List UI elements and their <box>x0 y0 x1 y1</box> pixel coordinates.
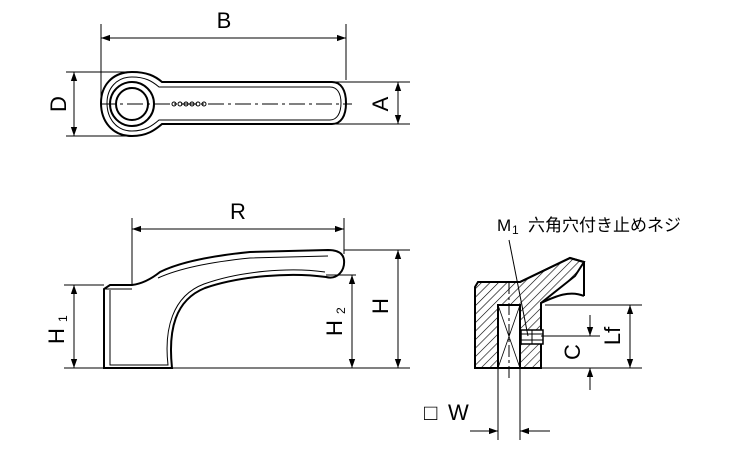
label-M1-note: 六角穴付き止めネジ <box>528 216 681 235</box>
side-view <box>64 218 410 369</box>
label-D: D <box>46 96 71 112</box>
grip-dots <box>171 101 207 107</box>
section-view <box>470 239 642 440</box>
label-C: C <box>560 344 585 360</box>
top-view <box>66 24 410 138</box>
section-outline <box>474 287 585 369</box>
side-view-inner-edge <box>109 269 326 366</box>
side-view-outline <box>103 248 346 369</box>
label-B: B <box>217 8 232 33</box>
label-A: A <box>368 96 393 111</box>
label-W-box: □ <box>424 400 437 425</box>
top-view-inner-outline <box>106 76 342 132</box>
label-H1-main: H <box>44 328 69 344</box>
top-view-outline <box>99 70 348 138</box>
label-H1-sub: 1 <box>56 315 70 322</box>
label-M1: M 1 六角穴付き止めネジ <box>497 216 681 237</box>
label-H: H <box>368 298 393 314</box>
label-Lf: Lf <box>600 326 625 345</box>
label-M1-sub: 1 <box>512 223 519 237</box>
label-M1-main: M <box>497 216 511 235</box>
label-H1: H 1 <box>44 315 70 344</box>
m1-leader-line <box>508 239 529 337</box>
label-H2: H 2 <box>322 307 348 336</box>
label-W: W <box>448 400 469 425</box>
label-H2-sub: 2 <box>334 307 348 314</box>
label-H2-main: H <box>322 320 347 336</box>
label-R: R <box>230 199 246 224</box>
side-view-top-edge <box>157 255 329 279</box>
